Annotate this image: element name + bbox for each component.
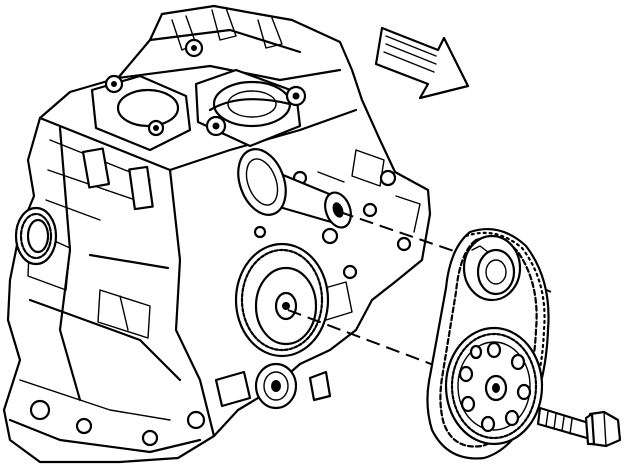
engine-block xyxy=(2,4,432,464)
view-direction-arrow-icon xyxy=(374,26,470,100)
large-sprocket xyxy=(444,326,544,446)
crankshaft-main-bearings xyxy=(90,38,307,152)
camshaft xyxy=(237,148,352,229)
camshaft-sprocket xyxy=(462,234,522,302)
crankshaft-sprocket xyxy=(214,362,332,410)
balance-shaft-gear xyxy=(234,242,330,358)
main-cap-bolt xyxy=(104,38,307,137)
rear-seal xyxy=(14,206,58,266)
camshaft-sprocket-bolt-icon xyxy=(536,406,622,448)
